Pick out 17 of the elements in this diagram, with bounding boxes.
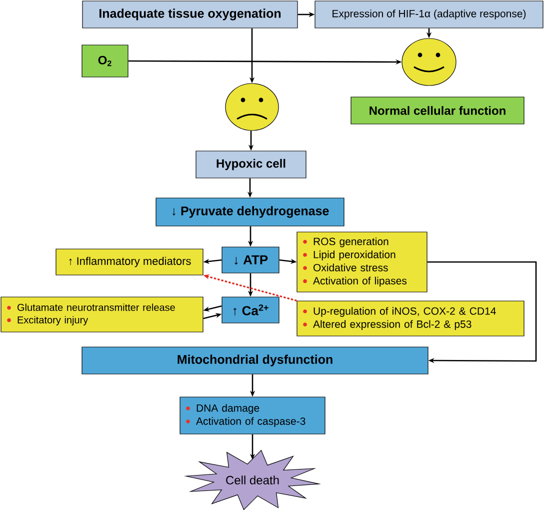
process-box: Mitochondrial dysfunction (82, 346, 428, 374)
smiley-face (402, 38, 456, 86)
process-box: Expression of HIF-1α (adaptive response) (314, 0, 544, 28)
process-box: Inadequate tissue oxygenation (82, 0, 298, 28)
process-box: Hypoxic cell (196, 150, 306, 178)
process-box: ↑ Ca$^{2+}$ (222, 296, 280, 324)
effect-list-box: Glutamate neurotransmitter release Excitatory injury (0, 296, 204, 332)
process-list-box: DNA damage Activation of caspase-3 (180, 396, 326, 434)
process-box: ↓ Pyruvate dehydrogenase (156, 198, 344, 226)
oxygen-box: O$_{2}$ (82, 44, 128, 78)
sad-face (225, 83, 279, 131)
outcome-box: Normal cellular function (350, 96, 524, 124)
arrow (427, 261, 537, 364)
effect-list-box: ROS generation Lipid peroxidation Oxidative stress Activation of lipases (296, 232, 428, 292)
effect-box: ↑ Inflammatory mediators (56, 248, 204, 276)
effect-list-box: Up-regulation of iNOS, COX-2 & CD14 Altered expression of Bcl-2 & p53 (296, 300, 524, 336)
process-box: ↓ ATP (222, 246, 280, 274)
